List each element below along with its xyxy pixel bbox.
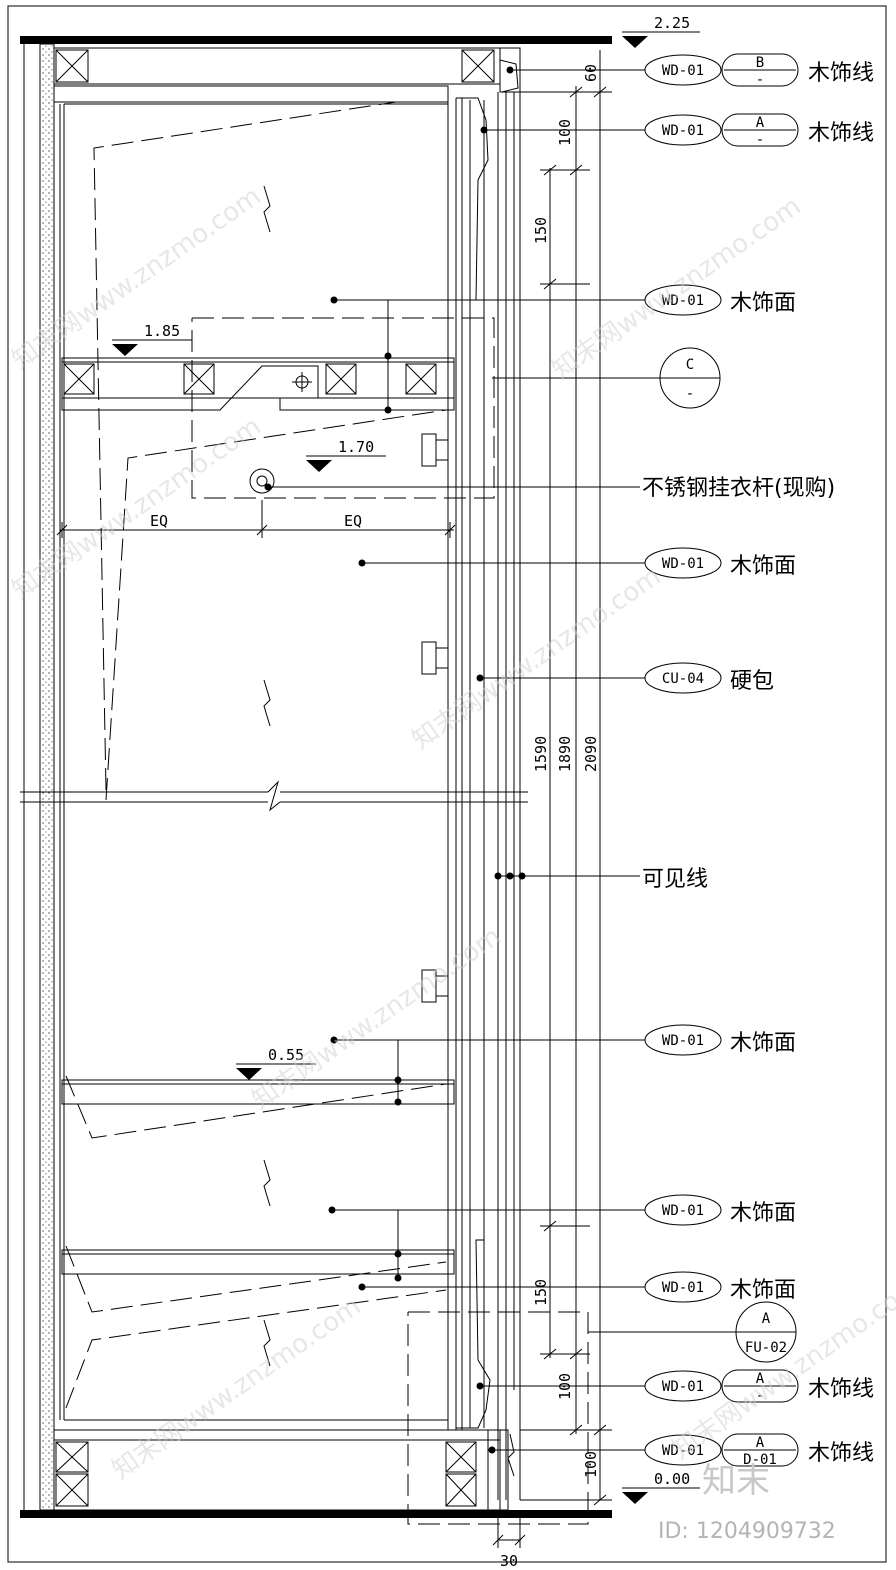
hanger-rod-icon xyxy=(249,468,275,494)
callout-wd01-veneer-3: WD-01 木饰面 xyxy=(644,1024,796,1056)
lower-shelves xyxy=(61,1079,455,1275)
eq-dimension xyxy=(56,500,456,538)
svg-text:-: - xyxy=(756,132,764,148)
break-line xyxy=(20,780,528,812)
svg-text:木饰面: 木饰面 xyxy=(730,1201,796,1226)
leader-lines xyxy=(268,69,738,1451)
dim-1890: 1890 xyxy=(556,736,574,772)
svg-text:D-01: D-01 xyxy=(743,1452,777,1468)
callout-wd01-moulding-b: WD-01 B - 木饰线 xyxy=(644,53,874,88)
callout-wd01-moulding-a-base: WD-01 A D-01 木饰线 xyxy=(644,1433,874,1468)
dim-2090: 2090 xyxy=(582,736,600,772)
svg-text:木饰线: 木饰线 xyxy=(808,121,874,146)
svg-text:2.25: 2.25 xyxy=(654,14,690,32)
svg-text:B: B xyxy=(756,55,764,71)
elevation-marker-0.55: 0.55 xyxy=(236,1046,316,1080)
bottom-frame xyxy=(53,1429,509,1511)
callout-wd01-veneer-5: WD-01 木饰面 xyxy=(644,1271,796,1303)
callout-wd01-moulding-a-lower: WD-01 A - 木饰线 xyxy=(644,1369,874,1404)
leader-dots xyxy=(264,66,526,1454)
watermark-brand: 知末 xyxy=(702,1461,770,1501)
svg-text:木饰面: 木饰面 xyxy=(730,1278,796,1303)
svg-text:硬包: 硬包 xyxy=(730,669,774,694)
svg-text:WD-01: WD-01 xyxy=(662,1033,704,1049)
dim-bottom-150: 150 xyxy=(532,1279,550,1306)
dim-1590: 1590 xyxy=(532,736,550,772)
svg-text:WD-01: WD-01 xyxy=(662,293,704,309)
svg-text:WD-01: WD-01 xyxy=(662,1203,704,1219)
svg-text:A: A xyxy=(756,1371,765,1387)
svg-text:-: - xyxy=(756,1388,764,1404)
svg-text:WD-01: WD-01 xyxy=(662,556,704,572)
door-panel xyxy=(456,59,521,1500)
dim-eq-left: EQ xyxy=(150,512,168,530)
svg-text:C: C xyxy=(686,357,694,373)
elevation-marker-1.85: 1.85 xyxy=(112,322,192,356)
svg-text:0.55: 0.55 xyxy=(268,1046,304,1064)
dim-bottom-100-base: 100 xyxy=(582,1451,600,1478)
svg-text:木饰线: 木饰线 xyxy=(808,1377,874,1402)
elevation-marker-2.25: 2.25 xyxy=(622,14,700,48)
svg-text:WD-01: WD-01 xyxy=(662,63,704,79)
hinge-icon xyxy=(421,433,449,1003)
svg-text:-: - xyxy=(686,386,694,402)
floor-slab xyxy=(20,1510,612,1518)
svg-text:1.85: 1.85 xyxy=(144,322,180,340)
svg-text:WD-01: WD-01 xyxy=(662,123,704,139)
elevation-marker-0.00: 0.00 xyxy=(622,1470,700,1504)
dim-top-100: 100 xyxy=(556,119,574,146)
callout-wd01-veneer-2: WD-01 木饰面 xyxy=(644,547,796,579)
svg-text:A: A xyxy=(762,1311,771,1327)
svg-text:A: A xyxy=(756,115,765,131)
svg-text:WD-01: WD-01 xyxy=(662,1280,704,1296)
svg-text:木饰面: 木饰面 xyxy=(730,1031,796,1056)
dashed-lines xyxy=(65,101,589,1525)
dim-60: 60 xyxy=(582,64,600,82)
svg-text:0.00: 0.00 xyxy=(654,1470,690,1488)
svg-text:FU-02: FU-02 xyxy=(745,1340,787,1356)
svg-text:木饰线: 木饰线 xyxy=(808,61,874,86)
top-frame xyxy=(53,47,521,103)
svg-text:木饰线: 木饰线 xyxy=(808,1441,874,1466)
dim-30: 30 xyxy=(500,1552,518,1570)
hanger-rod-label: 不锈钢挂衣杆(现购) xyxy=(642,476,835,501)
svg-text:WD-01: WD-01 xyxy=(662,1443,704,1459)
detail-marker-a-fu02: A FU-02 xyxy=(735,1301,797,1363)
section-marks xyxy=(263,185,515,1477)
callout-wd01-veneer-1: WD-01 木饰面 xyxy=(644,284,796,316)
sheet-border xyxy=(7,5,887,1563)
svg-text:CU-04: CU-04 xyxy=(662,671,704,687)
detail-marker-c: C - xyxy=(659,347,721,409)
watermark-id: ID: 1204909732 xyxy=(658,1519,836,1544)
svg-text:-: - xyxy=(756,72,764,88)
svg-text:知末网www.znzmo.com: 知末网www.znzmo.com xyxy=(247,921,507,1115)
svg-text:A: A xyxy=(756,1435,765,1451)
svg-text:木饰面: 木饰面 xyxy=(730,554,796,579)
svg-text:WD-01: WD-01 xyxy=(662,1379,704,1395)
callout-cu04-hardpack: CU-04 硬包 xyxy=(644,662,774,694)
elevation-marker-1.70: 1.70 xyxy=(306,438,386,472)
dim-eq-right: EQ xyxy=(344,512,362,530)
upper-shelf xyxy=(61,357,455,411)
callout-wd01-moulding-a: WD-01 A - 木饰线 xyxy=(644,113,874,148)
svg-text:1.70: 1.70 xyxy=(338,438,374,456)
svg-text:知末网www.znzmo.com: 知末网www.znzmo.com xyxy=(407,561,667,755)
vertical-dimensions xyxy=(492,50,612,1548)
cabinet-carcass xyxy=(59,98,457,1430)
ceiling-slab xyxy=(20,36,612,44)
visible-line-label: 可见线 xyxy=(642,867,708,892)
wall xyxy=(23,43,55,1511)
dim-top-150: 150 xyxy=(532,217,550,244)
svg-text:木饰面: 木饰面 xyxy=(730,291,796,316)
callout-wd01-veneer-4: WD-01 木饰面 xyxy=(644,1194,796,1226)
svg-text:知末网www.znzmo.com: 知末网www.znzmo.com xyxy=(107,1291,367,1485)
